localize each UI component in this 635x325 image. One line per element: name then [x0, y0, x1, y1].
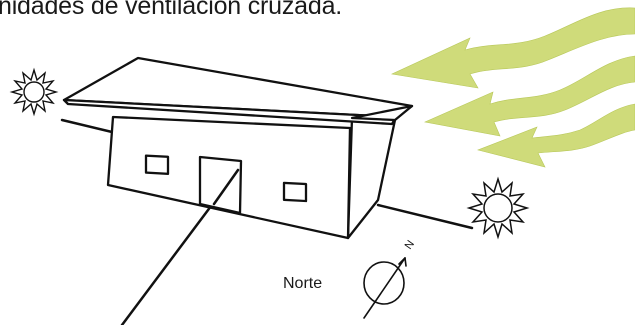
- house-side-wall: [346, 116, 397, 240]
- compass-label: Norte: [283, 275, 323, 292]
- house: [62, 56, 414, 240]
- house-gable: [350, 104, 414, 122]
- sun-icon: [466, 176, 530, 240]
- compass-icon: [363, 257, 407, 319]
- house-door: [198, 155, 243, 215]
- house-window-right: [282, 181, 308, 203]
- wind-arrow-icon: [477, 103, 635, 168]
- wind-arrows: [390, 7, 635, 168]
- caption-text: nidades de ventilación cruzada.: [0, 0, 343, 20]
- house-window-left: [144, 154, 170, 175]
- compass-north-letter: N: [403, 238, 417, 251]
- wind-arrow-icon: [390, 7, 635, 89]
- sun-icon: [9, 67, 59, 117]
- wind-arrow-icon: [423, 55, 635, 137]
- house-roof-edge: [62, 98, 398, 126]
